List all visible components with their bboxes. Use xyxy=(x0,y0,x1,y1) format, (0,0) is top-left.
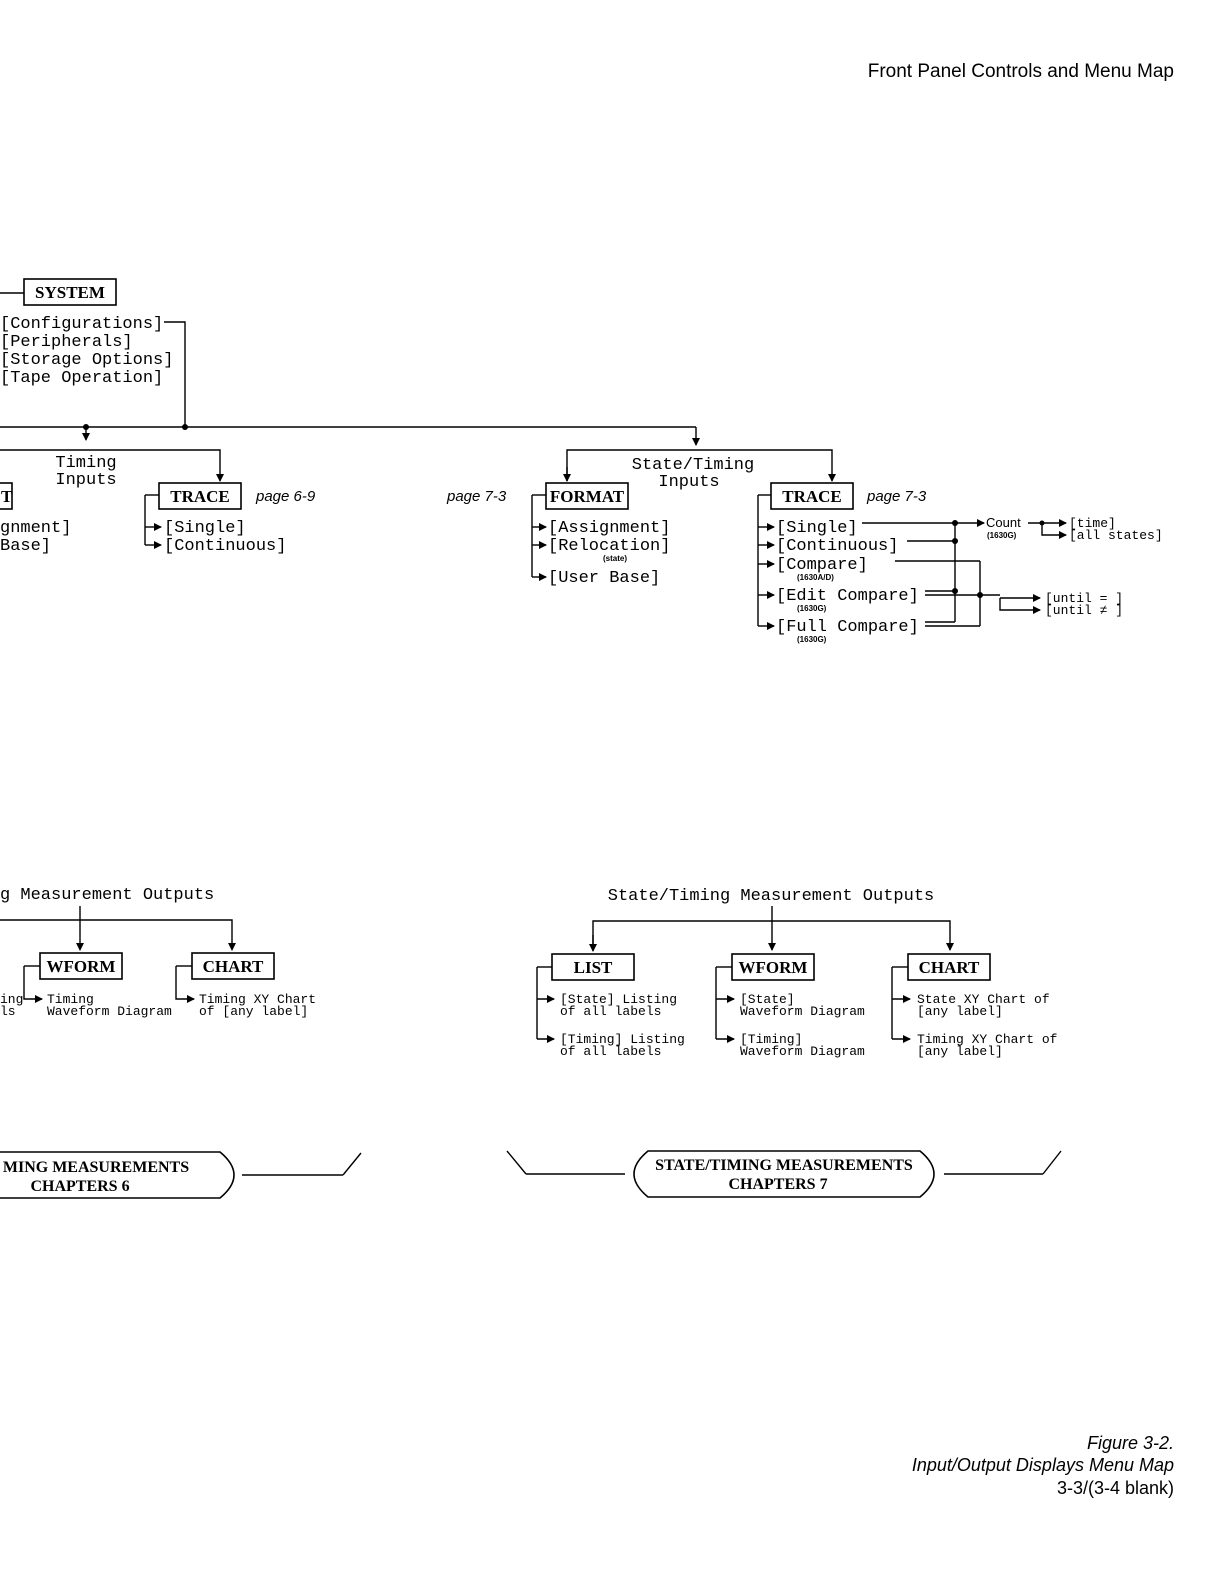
state-timing-inputs: State/Timing Inputs page 7-3 FORMAT [Ass… xyxy=(446,449,1163,644)
wform-item-state-1: [State] xyxy=(740,992,795,1007)
timing-outputs-heading: g Measurement Outputs xyxy=(0,886,214,905)
system-menu: SYSTEM [Configurations] [Peripherals] [S… xyxy=(0,278,186,427)
trace-edit-compare-note: (1630G) xyxy=(797,604,827,613)
wform-label: WFORM xyxy=(739,958,808,977)
caption-page-number: 3-3/(3-4 blank) xyxy=(1057,1478,1174,1498)
state-timing-banner-line-2: CHAPTERS 7 xyxy=(728,1176,827,1193)
trace-item-compare: [Compare] xyxy=(776,556,868,575)
chart-item-state-2: [any label] xyxy=(917,1004,1003,1019)
timing-banner-line-1: MING MEASUREMENTS xyxy=(3,1159,189,1176)
chart-box xyxy=(907,953,991,981)
timing-format-label-partial: T xyxy=(1,487,13,506)
format-label: FORMAT xyxy=(550,487,625,506)
trace-item-single: [Single] xyxy=(776,519,858,538)
list-label: LIST xyxy=(574,958,613,977)
timing-format-item-2: Base] xyxy=(0,537,51,556)
until-equal: [until = ] xyxy=(1045,591,1123,606)
wform-box xyxy=(731,953,815,981)
timing-trace-box xyxy=(158,482,242,510)
trace-page: page 7-3 xyxy=(866,488,927,505)
format-item-user-base: [User Base] xyxy=(548,569,660,588)
timing-trace-item-single: [Single] xyxy=(164,519,246,538)
system-item-tape-operation: [Tape Operation] xyxy=(0,369,163,388)
state-timing-inputs-heading-2: Inputs xyxy=(658,473,719,492)
format-page: page 7-3 xyxy=(446,488,507,505)
timing-list-partial-2: ls xyxy=(0,1004,16,1019)
timing-inputs: Timing Inputs T gnment] Base] TRACE page… xyxy=(0,449,316,556)
trace-item-edit-compare: [Edit Compare] xyxy=(776,587,919,606)
count-item-all-states: [all states] xyxy=(1069,528,1163,543)
state-timing-outputs-heading: State/Timing Measurement Outputs xyxy=(608,887,934,906)
trace-item-continuous: [Continuous] xyxy=(776,537,898,556)
trace-item-full-compare: [Full Compare] xyxy=(776,618,919,637)
format-box xyxy=(545,482,629,510)
state-timing-banner xyxy=(633,1150,935,1198)
list-box xyxy=(551,953,635,981)
timing-wform-label: WFORM xyxy=(47,957,116,976)
timing-chart-desc-1: Timing XY Chart xyxy=(199,992,316,1007)
chart-label: CHART xyxy=(919,958,980,977)
timing-wform-desc-2: Waveform Diagram xyxy=(47,1004,172,1019)
list-item-timing-1: [Timing] Listing xyxy=(560,1032,685,1047)
wform-item-timing-1: [Timing] xyxy=(740,1032,802,1047)
timing-banner xyxy=(0,1151,235,1199)
trace-full-compare-note: (1630G) xyxy=(797,635,827,644)
timing-format-item-1: gnment] xyxy=(0,519,71,538)
caption-figure-number: Figure 3-2. xyxy=(1087,1433,1174,1453)
format-item-relocation: [Relocation] xyxy=(548,537,670,556)
timing-inputs-heading-1: Timing xyxy=(55,454,116,473)
timing-list-partial-1: ing xyxy=(0,992,23,1007)
timing-outputs: g Measurement Outputs ing ls WFORM Timin… xyxy=(0,886,362,1199)
timing-trace-page: page 6-9 xyxy=(255,488,316,505)
timing-wform-desc-1: Timing xyxy=(47,992,94,1007)
count-label: Count xyxy=(986,515,1021,530)
wform-item-timing-2: Waveform Diagram xyxy=(740,1044,865,1059)
timing-inputs-heading-2: Inputs xyxy=(55,471,116,490)
format-relocation-note: (state) xyxy=(603,554,627,563)
wform-item-state-2: Waveform Diagram xyxy=(740,1004,865,1019)
trace-compare-note: (1630A/D) xyxy=(797,573,834,582)
page-header-title: Front Panel Controls and Menu Map xyxy=(868,61,1174,82)
state-timing-outputs: State/Timing Measurement Outputs LIST [S… xyxy=(506,887,1062,1198)
timing-format-box-partial xyxy=(0,482,13,510)
caption-title: Input/Output Displays Menu Map xyxy=(912,1455,1174,1475)
state-timing-banner-line-1: STATE/TIMING MEASUREMENTS xyxy=(655,1157,913,1174)
count-note: (1630G) xyxy=(987,531,1017,540)
figure-caption: Figure 3-2. Input/Output Displays Menu M… xyxy=(912,1433,1174,1498)
list-item-timing-2: of all labels xyxy=(560,1044,661,1059)
timing-wform-box xyxy=(39,952,123,980)
timing-chart-box xyxy=(191,952,275,980)
timing-trace-label: TRACE xyxy=(170,487,230,506)
trace-label: TRACE xyxy=(782,487,842,506)
state-timing-inputs-heading-1: State/Timing xyxy=(632,456,754,475)
timing-chart-desc-2: of [any label] xyxy=(199,1004,308,1019)
trace-box xyxy=(770,482,854,510)
list-item-state-2: of all labels xyxy=(560,1004,661,1019)
until-not-equal: [until ≠ ] xyxy=(1045,603,1123,618)
system-item-configurations: [Configurations] xyxy=(0,315,163,334)
format-item-assignment: [Assignment] xyxy=(548,519,670,538)
system-item-peripherals: [Peripherals] xyxy=(0,333,133,352)
system-label: SYSTEM xyxy=(35,283,105,302)
timing-trace-item-continuous: [Continuous] xyxy=(164,537,286,556)
timing-banner-line-2: CHAPTERS 6 xyxy=(30,1178,129,1195)
list-item-state-1: [State] Listing xyxy=(560,992,677,1007)
chart-item-timing-2: [any label] xyxy=(917,1044,1003,1059)
system-item-storage-options: [Storage Options] xyxy=(0,351,173,370)
count-item-time: [time] xyxy=(1069,516,1116,531)
chart-item-state-1: State XY Chart of xyxy=(917,992,1050,1007)
system-box xyxy=(23,278,117,306)
timing-chart-label: CHART xyxy=(203,957,264,976)
chart-item-timing-1: Timing XY Chart of xyxy=(917,1032,1057,1047)
